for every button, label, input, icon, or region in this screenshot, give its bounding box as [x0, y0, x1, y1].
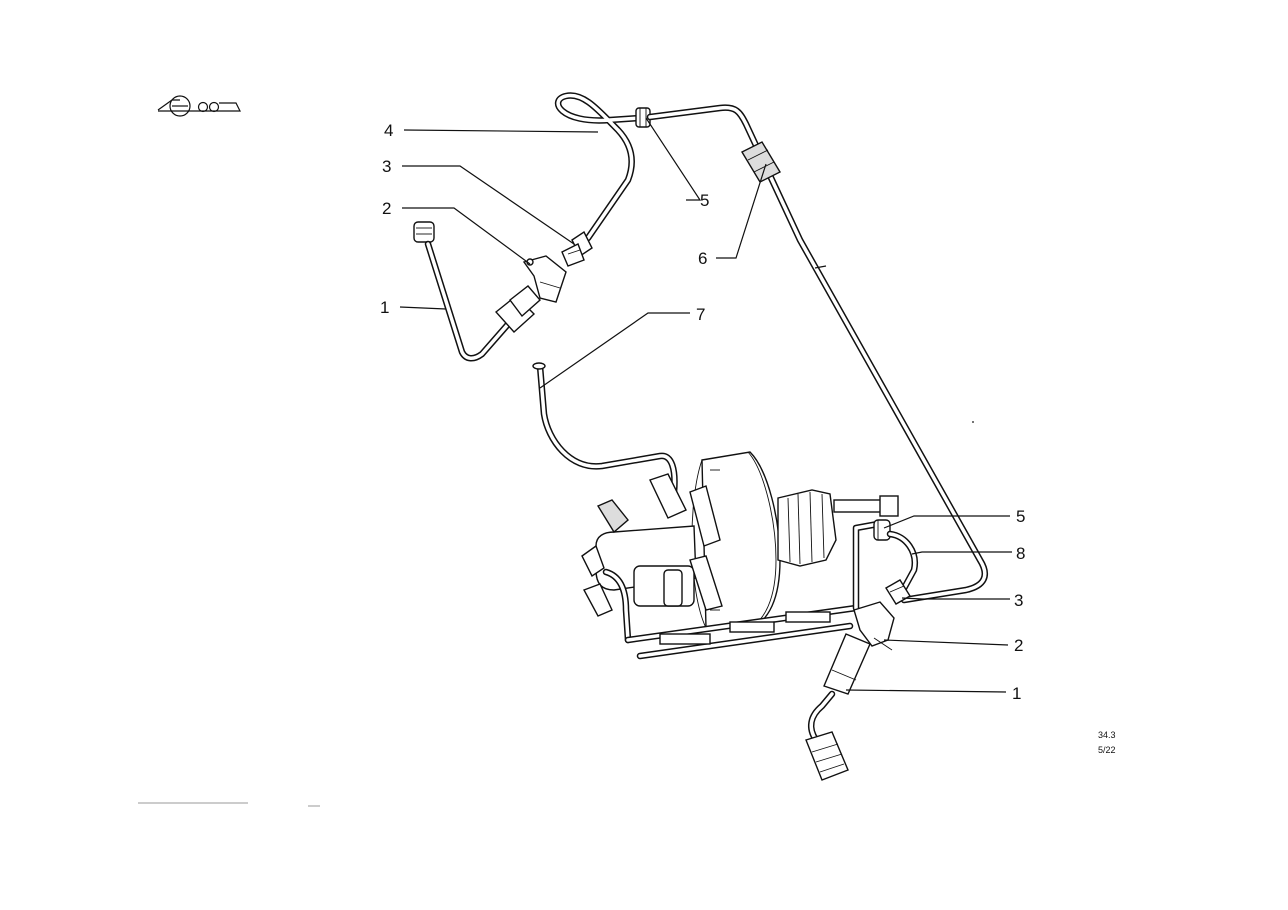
reference-sheet: 5/22 — [1098, 745, 1116, 755]
upper-brake-line-4 — [554, 92, 644, 242]
callout-4: 4 — [384, 121, 393, 140]
union-nut-3-upper — [561, 230, 593, 267]
callout-2-lower: 2 — [1014, 636, 1023, 655]
grommet-5-lower — [873, 519, 891, 541]
callout-7: 7 — [696, 305, 705, 324]
long-brake-line-6 — [646, 104, 988, 604]
callout-3-upper: 3 — [382, 157, 391, 176]
brake-hose-1-upper — [413, 221, 541, 362]
brake-line-8 — [886, 530, 919, 596]
callout-labels: 4 3 2 1 5 6 7 5 8 3 2 1 — [380, 121, 1025, 703]
callout-1-upper: 1 — [380, 298, 389, 317]
stray-mark — [972, 421, 974, 423]
bracket-clip-2-upper — [522, 255, 567, 303]
callout-8: 8 — [1016, 544, 1025, 563]
callout-1-lower: 1 — [1012, 684, 1021, 703]
callout-2-upper: 2 — [382, 199, 391, 218]
brake-booster — [581, 451, 899, 660]
brake-hose-1-lower — [805, 633, 871, 781]
protective-sleeve-6 — [741, 141, 781, 183]
callout-5-lower: 5 — [1016, 507, 1025, 526]
leader-lines — [399, 117, 1012, 693]
vacuum-line-7 — [532, 362, 678, 496]
reference-group: 34.3 — [1098, 730, 1116, 740]
brand-logo-icon — [157, 95, 241, 117]
callout-6: 6 — [698, 249, 707, 268]
callout-3-lower: 3 — [1014, 591, 1023, 610]
callout-5-upper: 5 — [700, 191, 709, 210]
